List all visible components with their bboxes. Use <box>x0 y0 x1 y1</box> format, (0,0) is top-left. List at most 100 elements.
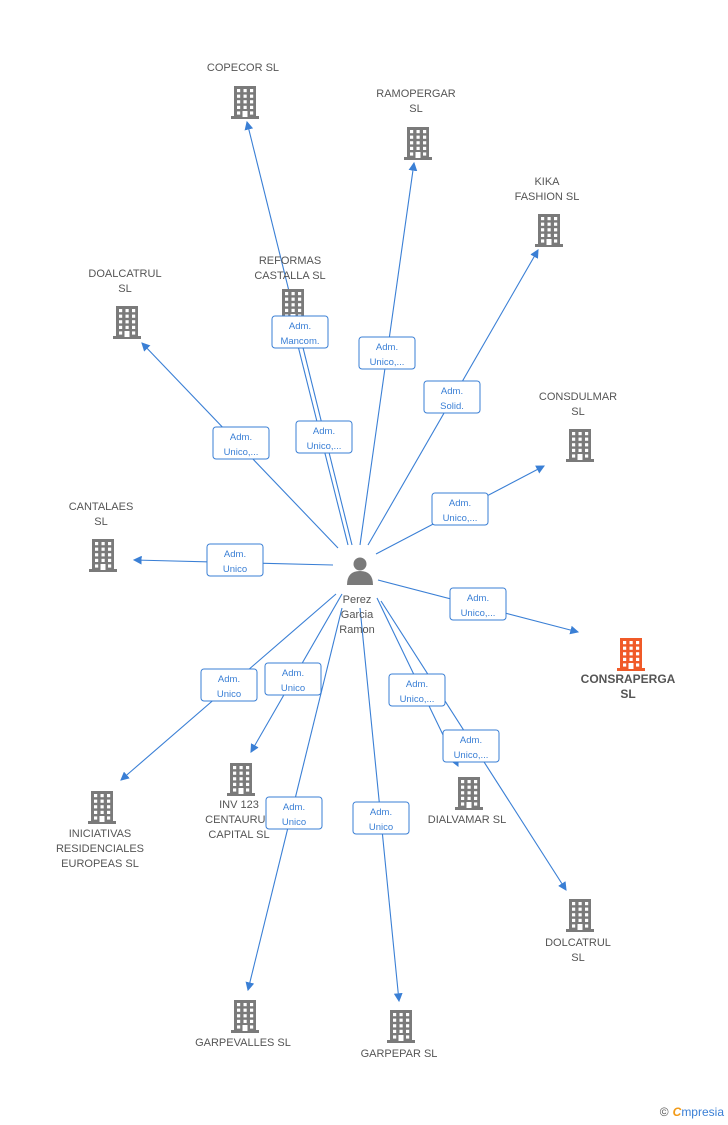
company-label: INICIATIVAS <box>69 828 132 840</box>
company-label: SL <box>118 283 131 295</box>
edge-label-inv123[interactable]: Adm. Unico <box>264 662 322 696</box>
edge-label-text: Unico,... <box>443 513 478 524</box>
company-label: GARPEPAR SL <box>361 1048 438 1060</box>
edge-label-text: Unico <box>217 689 241 700</box>
company-label: COPECOR SL <box>207 62 279 74</box>
brand-watermark: ©Cmpresia <box>660 1105 724 1119</box>
company-label: CENTAURUS <box>205 814 273 826</box>
company-label: CONSRAPERGA <box>581 672 676 686</box>
edge-label-garpevalles[interactable]: Adm. Unico <box>265 796 323 830</box>
brand-initial: C <box>672 1105 682 1119</box>
edge-label-dialvamar[interactable]: Adm. Unico,... <box>388 673 446 707</box>
edge-label-garpepar[interactable]: Adm.Unico <box>352 801 410 835</box>
edge-label-text: Adm. <box>282 668 304 679</box>
building-icon <box>535 214 563 247</box>
company-node-dialvamar[interactable]: DIALVAMAR SL <box>428 777 506 826</box>
company-label: DOALCATRUL <box>88 268 161 280</box>
edge-label-text: Adm. <box>406 679 428 690</box>
company-label: SL <box>620 687 635 701</box>
building-icon <box>227 763 255 796</box>
company-node-garpevalles[interactable]: GARPEVALLES SL <box>195 1000 291 1049</box>
company-node-cantalaes[interactable]: CANTALAES SL <box>69 501 134 572</box>
edge-label-text: Adm. <box>224 549 246 560</box>
person-name-line: Ramon <box>339 624 374 636</box>
company-label: CANTALAES <box>69 501 134 513</box>
company-label: GARPEVALLES SL <box>195 1037 291 1049</box>
edge-label-text: Adm. <box>449 498 471 509</box>
copyright-symbol: © <box>659 1105 669 1119</box>
edge-label-consdulmar[interactable]: Adm. Unico,... <box>431 492 489 526</box>
edge-label-text: Adm. <box>313 426 335 437</box>
edge-label-consraperga[interactable]: Adm. Unico,... <box>449 587 507 621</box>
company-label: CONSDULMAR <box>539 391 617 403</box>
edge-label-text: Unico <box>281 683 305 694</box>
edge-label-text: Adm. <box>230 432 252 443</box>
company-label: INV 123 <box>219 799 259 811</box>
edge-label-text: Adm. <box>283 802 305 813</box>
company-label: RAMOPERGAR <box>376 88 456 100</box>
edge-label-text: Unico <box>282 817 306 828</box>
edge-label-text: Unico,... <box>461 608 496 619</box>
edge-label-text: Unico,... <box>454 750 489 761</box>
edge-label-text: Adm. <box>467 593 489 604</box>
edge-label-iniciativas[interactable]: Adm. Unico <box>200 668 258 702</box>
edge-label-text: Unico,... <box>307 441 342 452</box>
company-label: RESIDENCIALES <box>56 843 144 855</box>
company-label: DIALVAMAR SL <box>428 814 506 826</box>
building-icon <box>89 539 117 572</box>
building-icon <box>617 638 645 671</box>
company-label: REFORMAS <box>259 255 321 267</box>
building-icon <box>231 86 259 119</box>
edge-label-text: Unico,... <box>400 694 435 705</box>
building-icon <box>88 791 116 824</box>
person-icon <box>347 557 373 585</box>
person-name-line: Garcia <box>341 609 374 621</box>
edge-label-text: Unico <box>369 822 393 833</box>
company-node-garpepar[interactable]: GARPEPAR SL <box>361 1010 438 1060</box>
building-icon <box>231 1000 259 1033</box>
edge-label-text: Adm. <box>460 735 482 746</box>
edge-label-text: Adm. <box>441 386 463 397</box>
building-icon <box>566 429 594 462</box>
company-node-ramopergar[interactable]: RAMOPERGAR SL <box>376 88 456 160</box>
company-label: SL <box>409 103 422 115</box>
company-label: SL <box>571 406 584 418</box>
edge-label-text: Unico <box>223 564 247 575</box>
edge-label-text: Adm. <box>376 342 398 353</box>
edge-label-doalcatrul[interactable]: Adm.Unico,... <box>212 426 270 460</box>
company-label: FASHION SL <box>515 191 580 203</box>
edge-label-text: Mancom. <box>280 336 319 347</box>
edge-label-cantalaes[interactable]: Adm. Unico <box>206 543 264 577</box>
edge-label-text: Adm. <box>218 674 240 685</box>
company-node-iniciativas[interactable]: INICIATIVAS RESIDENCIALES EUROPEAS SL <box>56 791 144 870</box>
company-node-reformas[interactable]: REFORMAS CASTALLA SL <box>254 255 326 322</box>
edge-label-text: Solid. <box>440 401 464 412</box>
building-icon <box>387 1010 415 1043</box>
company-label: SL <box>94 516 107 528</box>
edge-label-text: Adm. <box>289 321 311 332</box>
company-label: SL <box>571 952 584 964</box>
edge-label-kika[interactable]: Adm. Solid. <box>423 380 481 414</box>
building-icon <box>566 899 594 932</box>
company-node-copecor[interactable]: COPECOR SL <box>207 62 279 119</box>
brand-name: mpresia <box>681 1105 724 1119</box>
company-node-consdulmar[interactable]: CONSDULMAR SL <box>539 391 617 462</box>
company-node-doalcatrul[interactable]: DOALCATRUL SL <box>88 268 162 339</box>
building-icon <box>404 127 432 160</box>
edge-label-reformas[interactable]: Adm. Mancom. <box>271 315 329 349</box>
company-label: EUROPEAS SL <box>61 858 139 870</box>
edge-labels-layer: Adm.Unico,...Adm.Unico,...Adm.Solid.Adm.… <box>200 315 507 835</box>
building-icon <box>455 777 483 810</box>
company-label: CASTALLA SL <box>254 270 325 282</box>
edge-label-ramopergar[interactable]: Adm.Unico,... <box>358 336 416 370</box>
edge-label-copecor[interactable]: Adm. Unico,... <box>295 420 353 454</box>
company-label: CAPITAL SL <box>208 829 269 841</box>
edge-label-dolcatrul[interactable]: Adm. Unico,... <box>442 729 500 763</box>
